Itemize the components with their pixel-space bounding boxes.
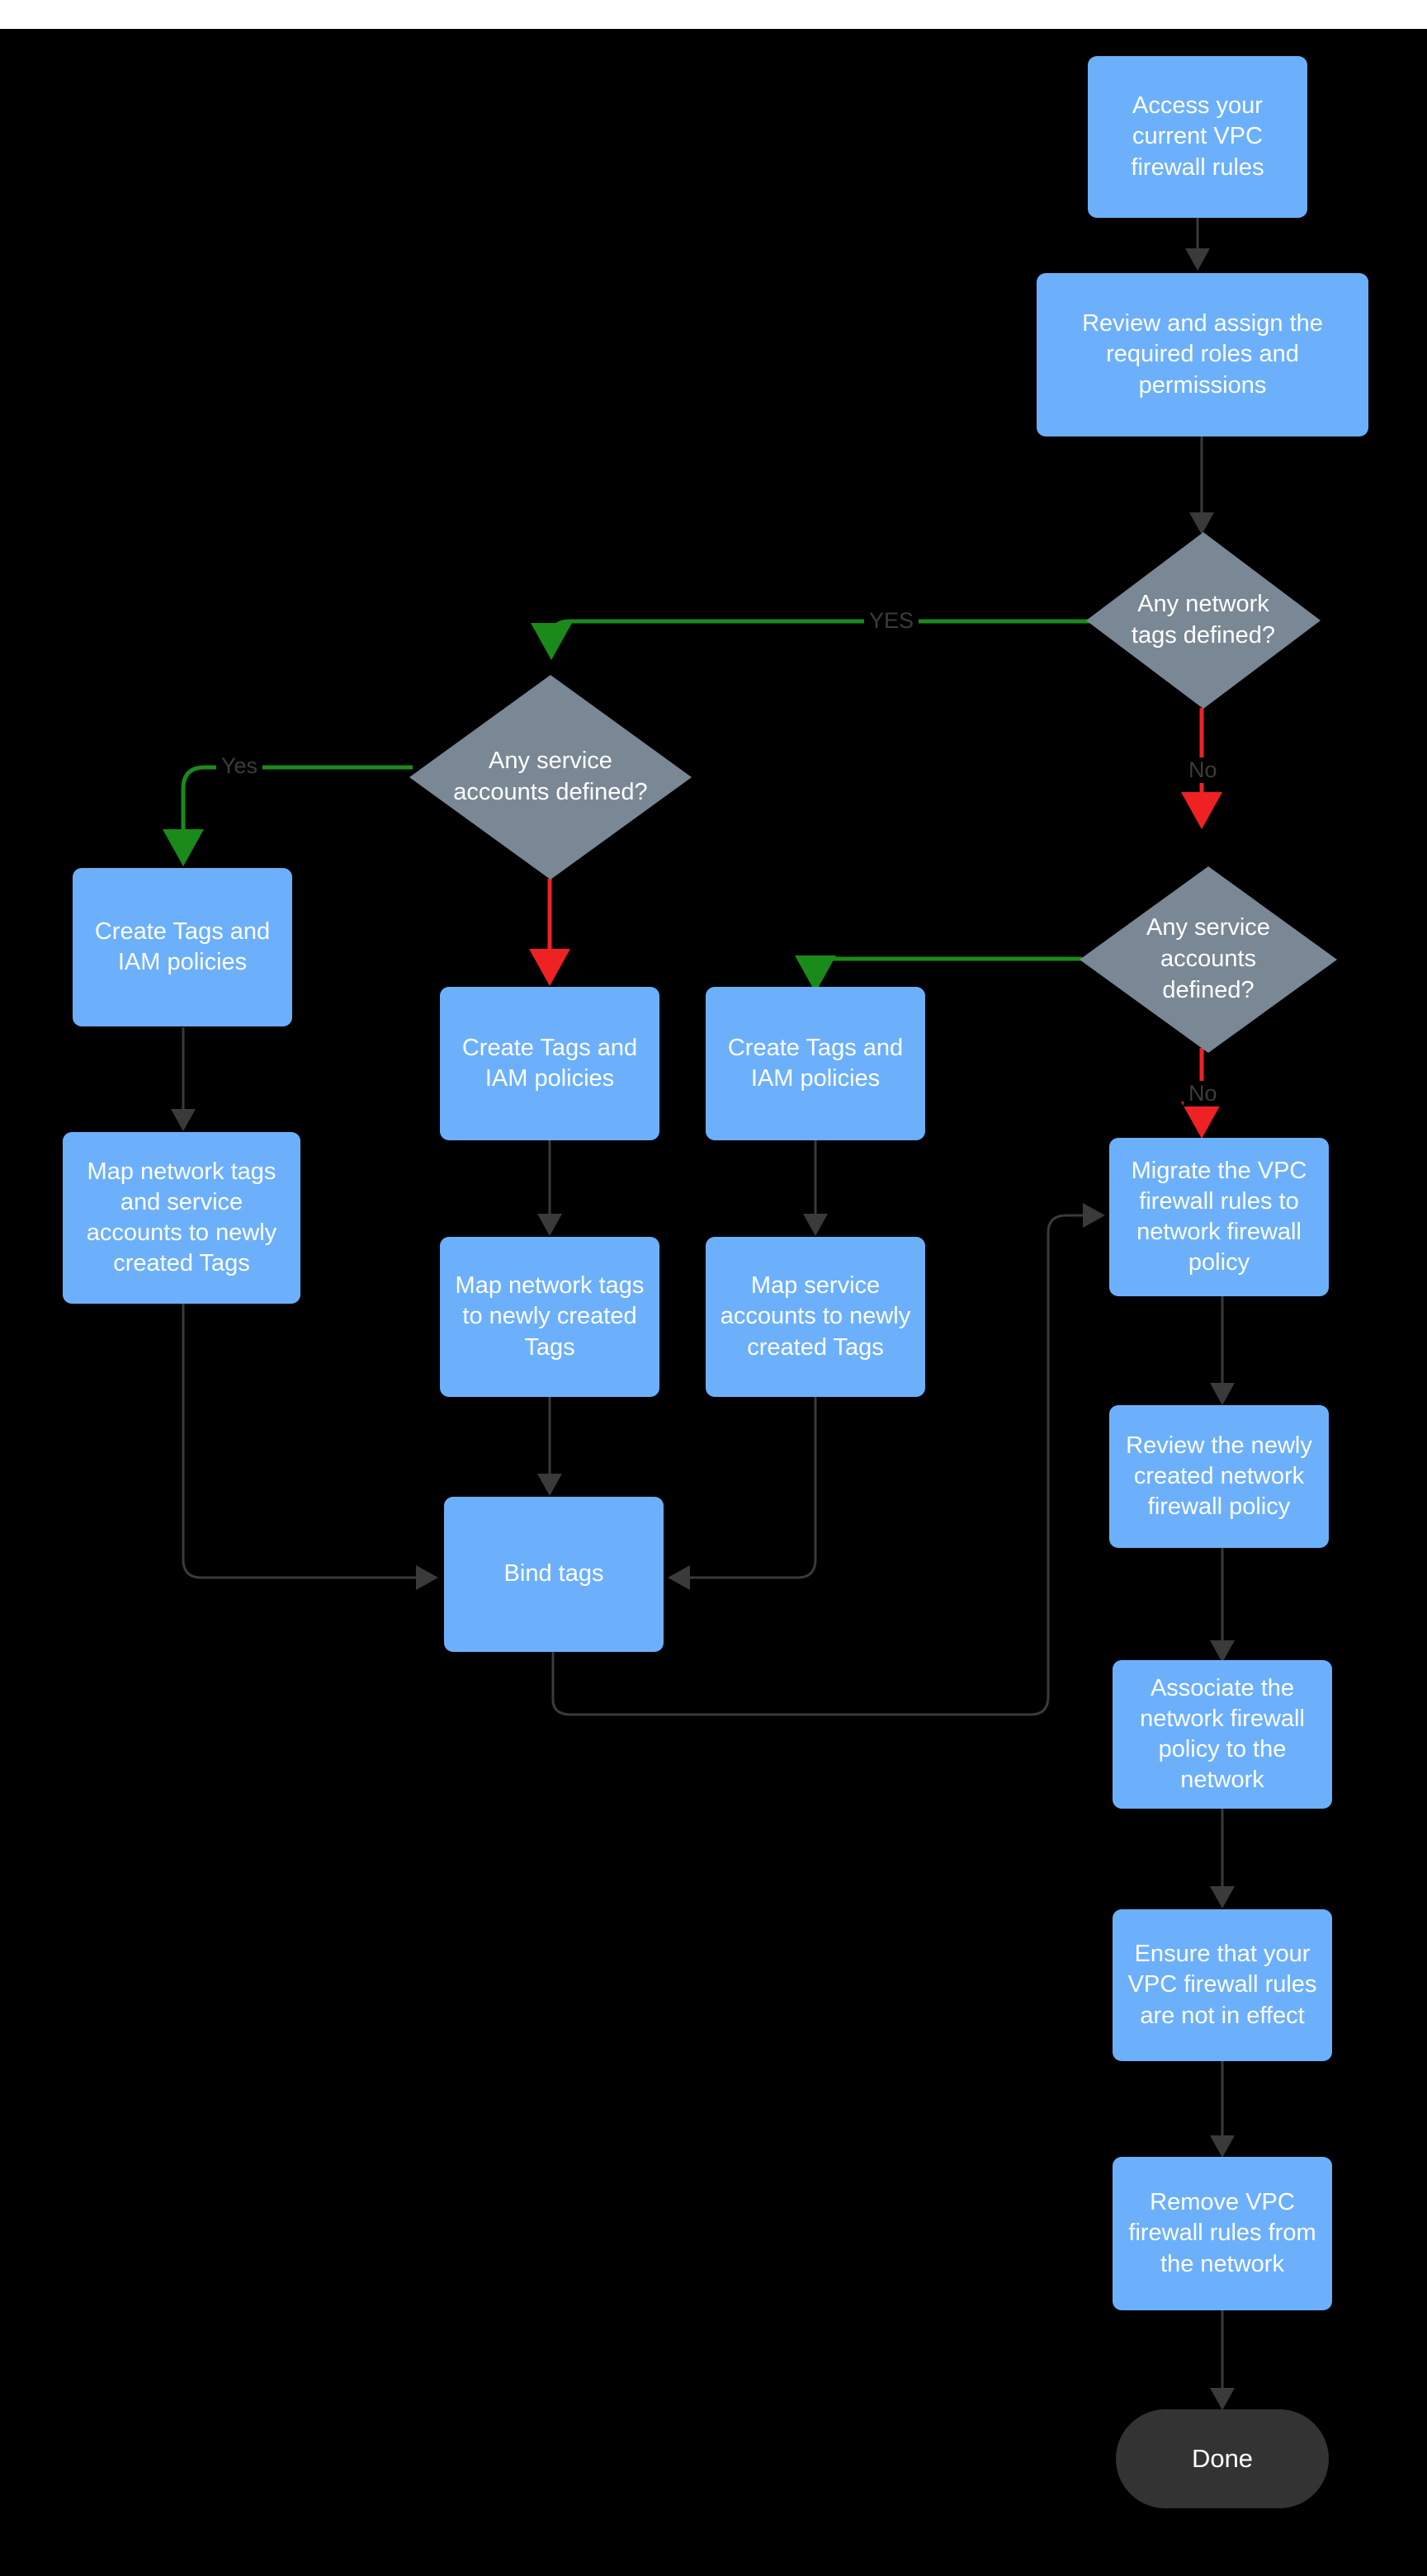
node-map-tags-and-accounts[interactable]: Map network tags and service accounts to… (63, 1132, 300, 1304)
node-ensure-not-in-effect[interactable]: Ensure that your VPC firewall rules are … (1113, 1909, 1332, 2061)
node-label: Create Tags and IAM policies (94, 918, 271, 975)
node-review-policy[interactable]: Review the newly created network firewal… (1109, 1405, 1329, 1548)
edge-label-network-tags-no: No (1184, 757, 1222, 783)
node-label: Remove VPC firewall rules from the netwo… (1128, 2189, 1316, 2277)
node-label: Review the newly created network firewal… (1126, 1432, 1312, 1521)
node-label: Access your current VPC firewall rules (1131, 92, 1264, 181)
node-label: Any service accounts defined? (1146, 914, 1270, 1003)
edge-label-service-accounts-right-no: No (1184, 1081, 1222, 1106)
node-label: Any service accounts defined? (453, 748, 648, 805)
node-decision-service-accounts-left[interactable]: Any service accounts defined? (409, 675, 692, 880)
node-associate-policy[interactable]: Associate the network firewall policy to… (1113, 1660, 1332, 1809)
node-create-tags-iam-mid[interactable]: Create Tags and IAM policies (440, 987, 659, 1140)
node-bind-tags[interactable]: Bind tags (444, 1497, 664, 1652)
node-review-roles[interactable]: Review and assign the required roles and… (1037, 273, 1368, 436)
node-label: Review and assign the required roles and… (1082, 310, 1323, 399)
node-remove-rules[interactable]: Remove VPC firewall rules from the netwo… (1113, 2157, 1332, 2310)
node-map-network-tags[interactable]: Map network tags to newly created Tags (440, 1237, 659, 1397)
node-label: Create Tags and IAM policies (461, 1034, 638, 1092)
node-label: Done (1191, 2444, 1254, 2474)
node-label: Associate the network firewall policy to… (1140, 1674, 1305, 1794)
edge-label-service-accounts-left-yes: Yes (216, 753, 263, 779)
node-map-service-accounts[interactable]: Map service accounts to newly created Ta… (706, 1237, 925, 1397)
node-create-tags-iam-right[interactable]: Create Tags and IAM policies (706, 987, 925, 1140)
node-access-vpc-rules[interactable]: Access your current VPC firewall rules (1088, 56, 1307, 218)
node-label: Map network tags and service accounts to… (86, 1158, 277, 1277)
node-create-tags-iam-left[interactable]: Create Tags and IAM policies (73, 868, 292, 1026)
node-decision-service-accounts-right[interactable]: Any service accounts defined? (1080, 866, 1337, 1053)
node-label: Ensure that your VPC firewall rules are … (1127, 1941, 1317, 2029)
node-label: Bind tags (503, 1560, 604, 1588)
node-migrate-rules[interactable]: Migrate the VPC firewall rules to networ… (1109, 1138, 1329, 1296)
node-label: Map network tags to newly created Tags (455, 1272, 645, 1361)
edge-label-network-tags-yes: YES (864, 608, 919, 634)
node-decision-network-tags[interactable]: Any network tags defined? (1086, 532, 1321, 709)
top-white-strip (0, 0, 1427, 29)
node-label: Any network tags defined? (1131, 591, 1276, 649)
node-done[interactable]: Done (1116, 2409, 1329, 2508)
node-label: Migrate the VPC firewall rules to networ… (1131, 1157, 1307, 1276)
node-label: Create Tags and IAM policies (727, 1034, 904, 1092)
node-label: Map service accounts to newly created Ta… (720, 1272, 911, 1361)
